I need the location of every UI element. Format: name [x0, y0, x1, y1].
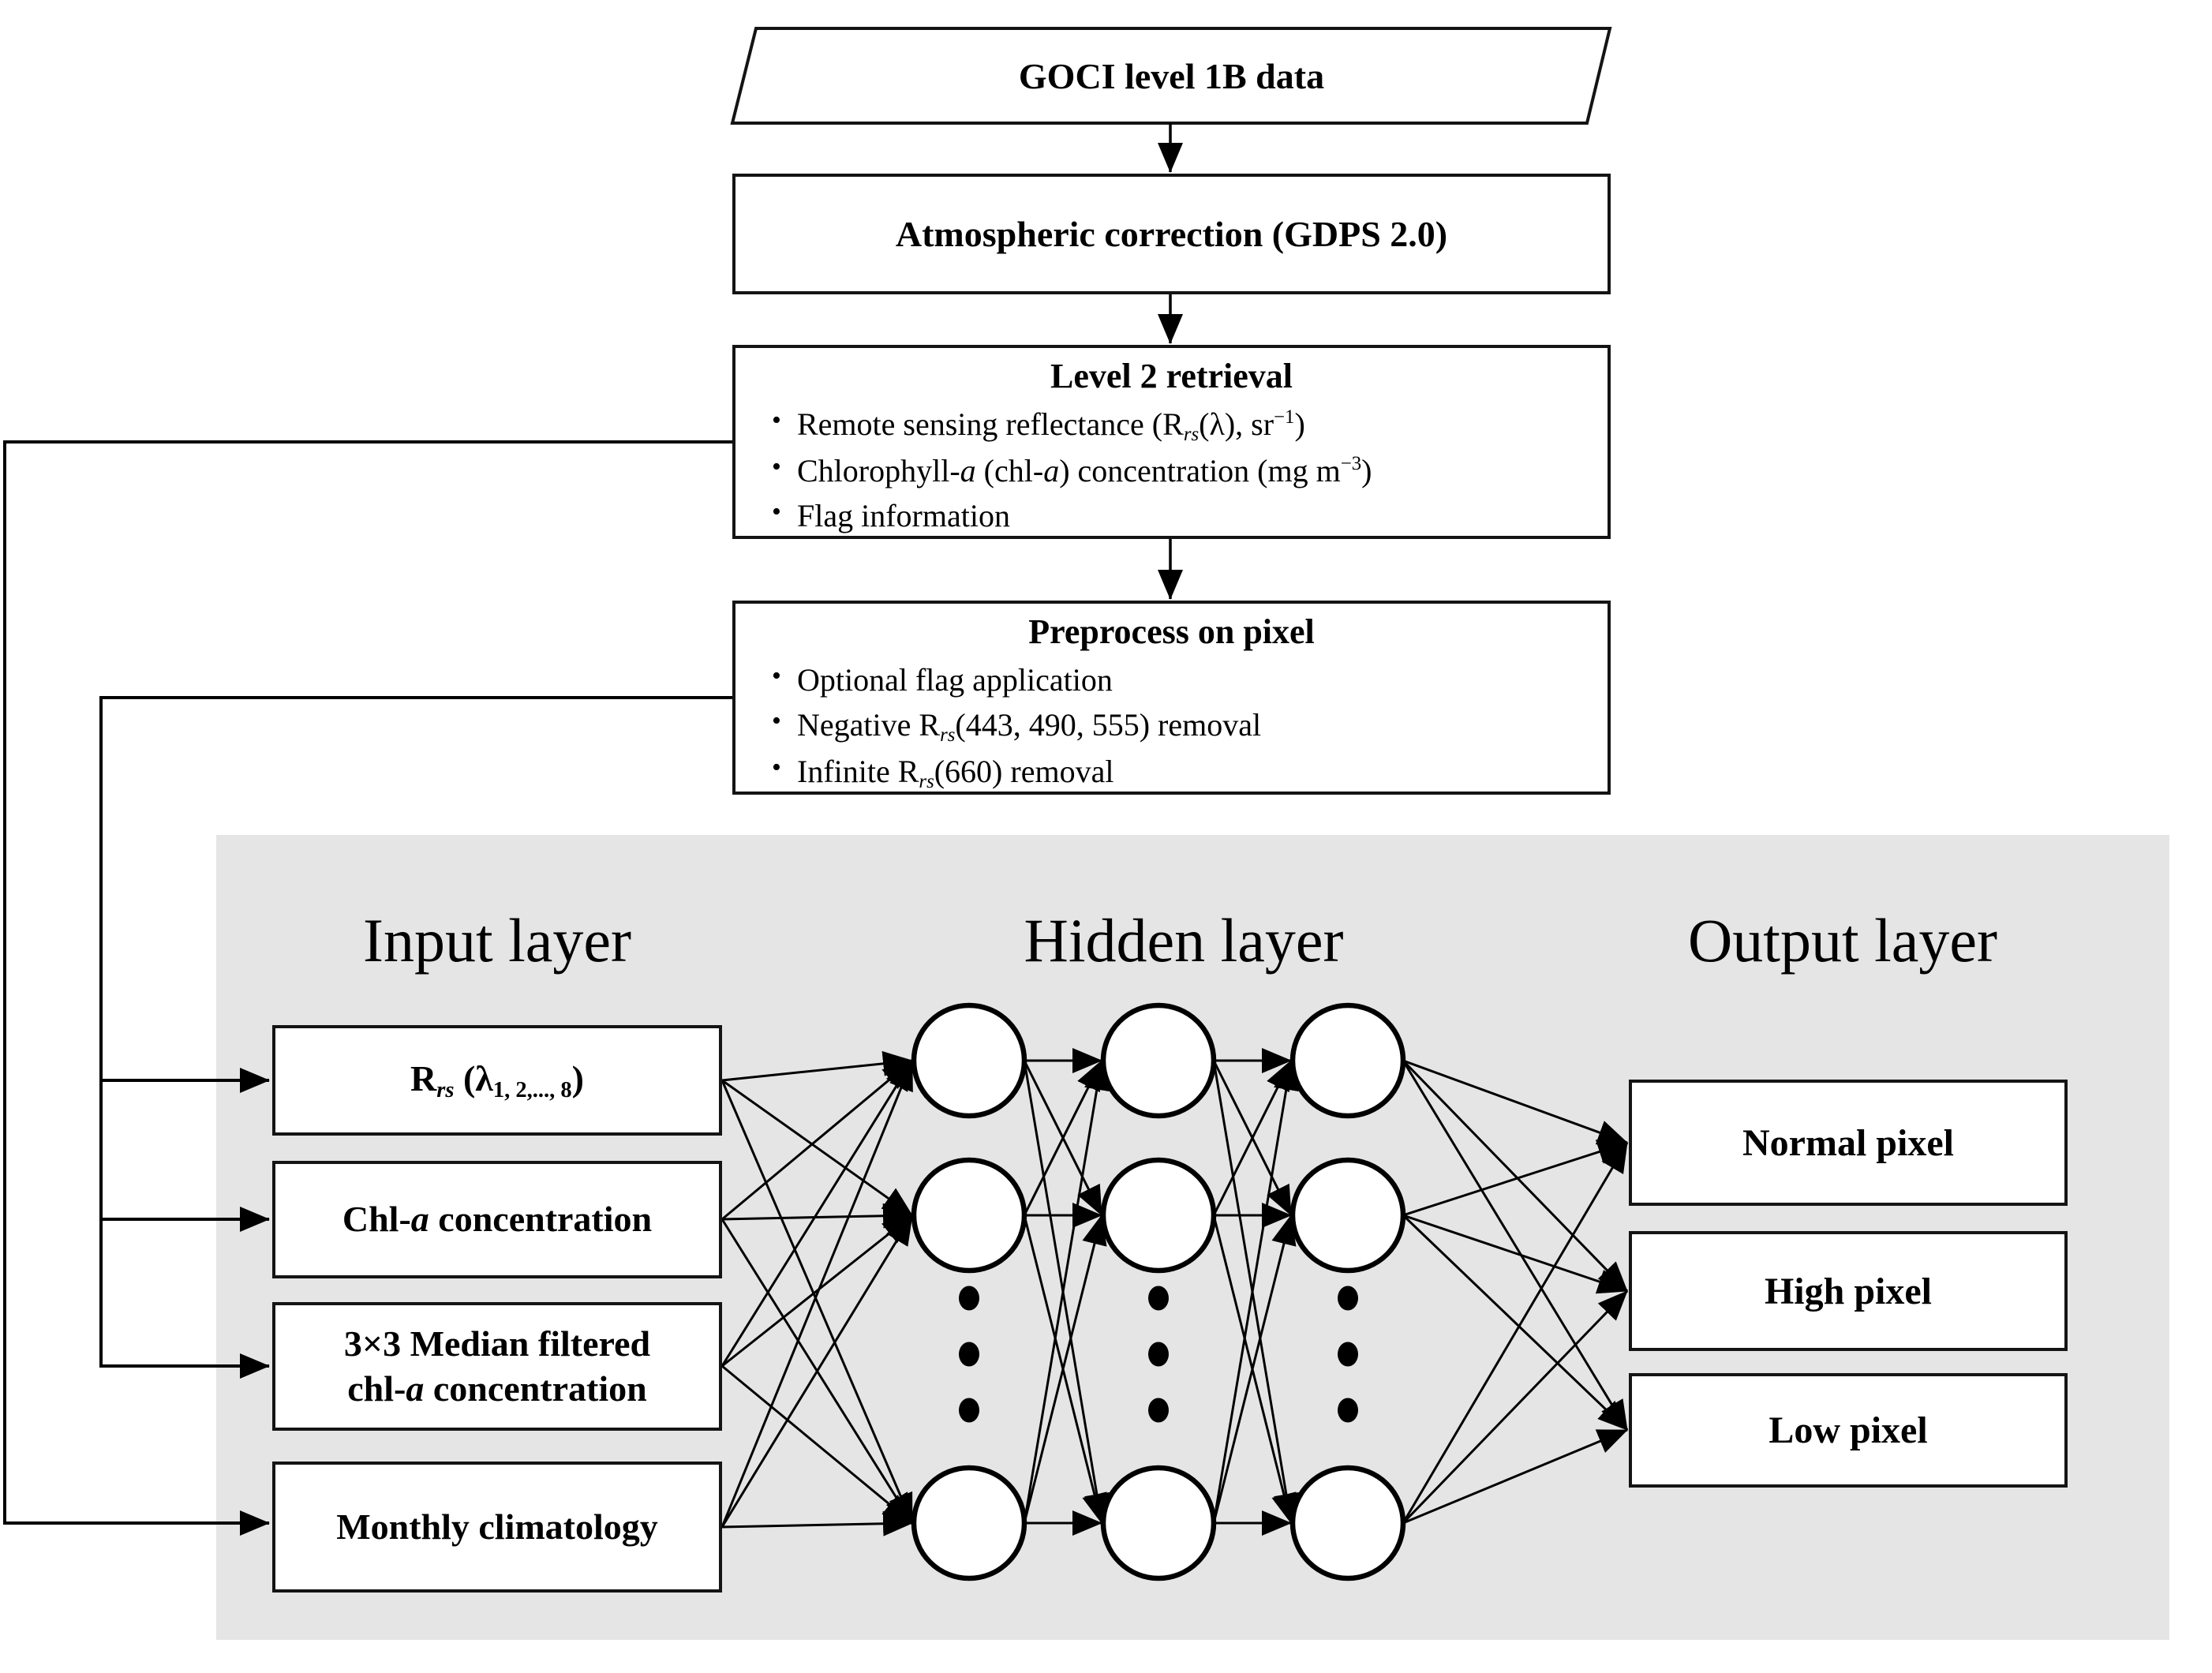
input-box-chla-label: Chl-a concentration	[342, 1199, 653, 1240]
output-box-normal: Normal pixel	[1629, 1080, 2068, 1206]
goci-label: GOCI level 1B data	[1018, 55, 1325, 96]
level2-retrieval-box: Level 2 retrieval • Remote sensing refle…	[732, 345, 1611, 539]
input-box-chla: Chl-a concentration	[272, 1161, 722, 1278]
input-layer-title: Input layer	[362, 906, 632, 975]
input-box-climatology-label: Monthly climatology	[336, 1506, 658, 1547]
bullet-text: Optional flag application	[797, 661, 1113, 698]
bullet-item: • Optional flag application	[735, 657, 1608, 702]
bullet-text: Remote sensing reflectance (Rrs(λ), sr−1…	[797, 406, 1305, 445]
output-box-low: Low pixel	[1629, 1373, 2068, 1488]
bullet-item: • Flag information	[735, 493, 1608, 538]
output-layer-title: Output layer	[1687, 906, 1998, 975]
output-box-normal-label: Normal pixel	[1742, 1121, 1954, 1164]
input-box-rrs: Rrs (λ1, 2,..., 8)	[272, 1025, 722, 1136]
bullet-item: • Infinite Rrs(660) removal	[735, 749, 1608, 795]
preprocess-title: Preprocess on pixel	[1028, 612, 1315, 651]
atmospheric-label: Atmospheric correction (GDPS 2.0)	[895, 214, 1448, 254]
bullet-marker: •	[772, 661, 781, 691]
bullet-item: • Remote sensing reflectance (Rrs(λ), sr…	[735, 402, 1608, 448]
bullet-item: • Negative Rrs(443, 490, 555) removal	[735, 702, 1608, 749]
atmospheric-correction-box: Atmospheric correction (GDPS 2.0)	[732, 174, 1611, 294]
bullet-text: Infinite Rrs(660) removal	[797, 754, 1114, 793]
bullet-marker: •	[772, 452, 781, 482]
preprocess-box: Preprocess on pixel • Optional flag appl…	[732, 601, 1611, 795]
input-box-rrs-label: Rrs (λ1, 2,..., 8)	[410, 1057, 584, 1102]
output-box-low-label: Low pixel	[1768, 1409, 1928, 1451]
bullet-marker: •	[772, 706, 781, 736]
output-box-high: High pixel	[1629, 1231, 2068, 1351]
bullet-text: Flag information	[797, 498, 1010, 534]
bullet-marker: •	[772, 405, 781, 435]
input-box-climatology: Monthly climatology	[272, 1462, 722, 1593]
bullet-marker: •	[772, 497, 781, 527]
bullet-marker: •	[772, 753, 781, 783]
bullet-text: Negative Rrs(443, 490, 555) removal	[797, 707, 1262, 747]
bullet-item: • Chlorophyll-a (chl-a) concentration (m…	[735, 448, 1608, 493]
output-box-high-label: High pixel	[1764, 1270, 1933, 1312]
hidden-layer-title: Hidden layer	[1024, 906, 1344, 975]
bullet-text: Chlorophyll-a (chl-a) concentration (mg …	[797, 453, 1372, 489]
goci-parallelogram: GOCI level 1B data	[732, 28, 1611, 123]
level2-title: Level 2 retrieval	[1050, 357, 1293, 395]
